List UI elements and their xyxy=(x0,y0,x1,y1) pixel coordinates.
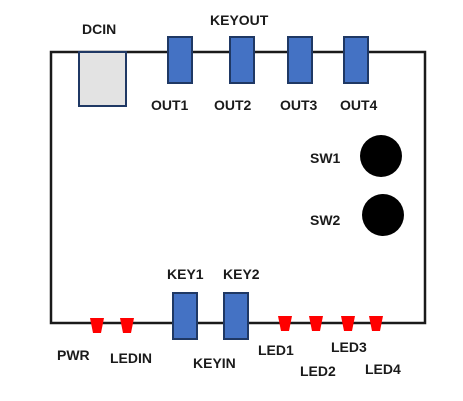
out3-label: OUT3 xyxy=(280,97,318,113)
led2-led xyxy=(309,316,323,331)
dcin-jack xyxy=(78,51,127,107)
sw2-switch xyxy=(362,194,404,236)
dcin-label: DCIN xyxy=(82,21,117,37)
led1-led xyxy=(278,316,292,331)
led3-label: LED3 xyxy=(331,339,367,355)
led2-label: LED2 xyxy=(300,363,336,379)
key2-connector xyxy=(223,292,249,340)
key2-label: KEY2 xyxy=(223,266,260,282)
sw1-switch xyxy=(360,135,402,177)
keyout-group-label: KEYOUT xyxy=(210,12,269,28)
out2-label: OUT2 xyxy=(214,97,252,113)
out3-connector xyxy=(287,36,313,84)
out1-connector xyxy=(167,36,193,84)
keyin-group-label: KEYIN xyxy=(193,355,236,371)
pwr-led xyxy=(90,318,104,333)
led3-led xyxy=(341,316,355,331)
sw2-label: SW2 xyxy=(310,212,341,228)
ledin-label: LEDIN xyxy=(110,350,152,366)
out2-connector xyxy=(229,36,255,84)
sw1-label: SW1 xyxy=(310,150,341,166)
out1-label: OUT1 xyxy=(151,97,189,113)
led4-led xyxy=(369,316,383,331)
key1-label: KEY1 xyxy=(167,266,204,282)
key1-connector xyxy=(172,292,198,340)
pwr-label: PWR xyxy=(57,347,90,363)
ledin-led xyxy=(120,318,134,333)
out4-connector xyxy=(343,36,369,84)
out4-label: OUT4 xyxy=(340,97,378,113)
led4-label: LED4 xyxy=(365,361,401,377)
led1-label: LED1 xyxy=(258,342,294,358)
